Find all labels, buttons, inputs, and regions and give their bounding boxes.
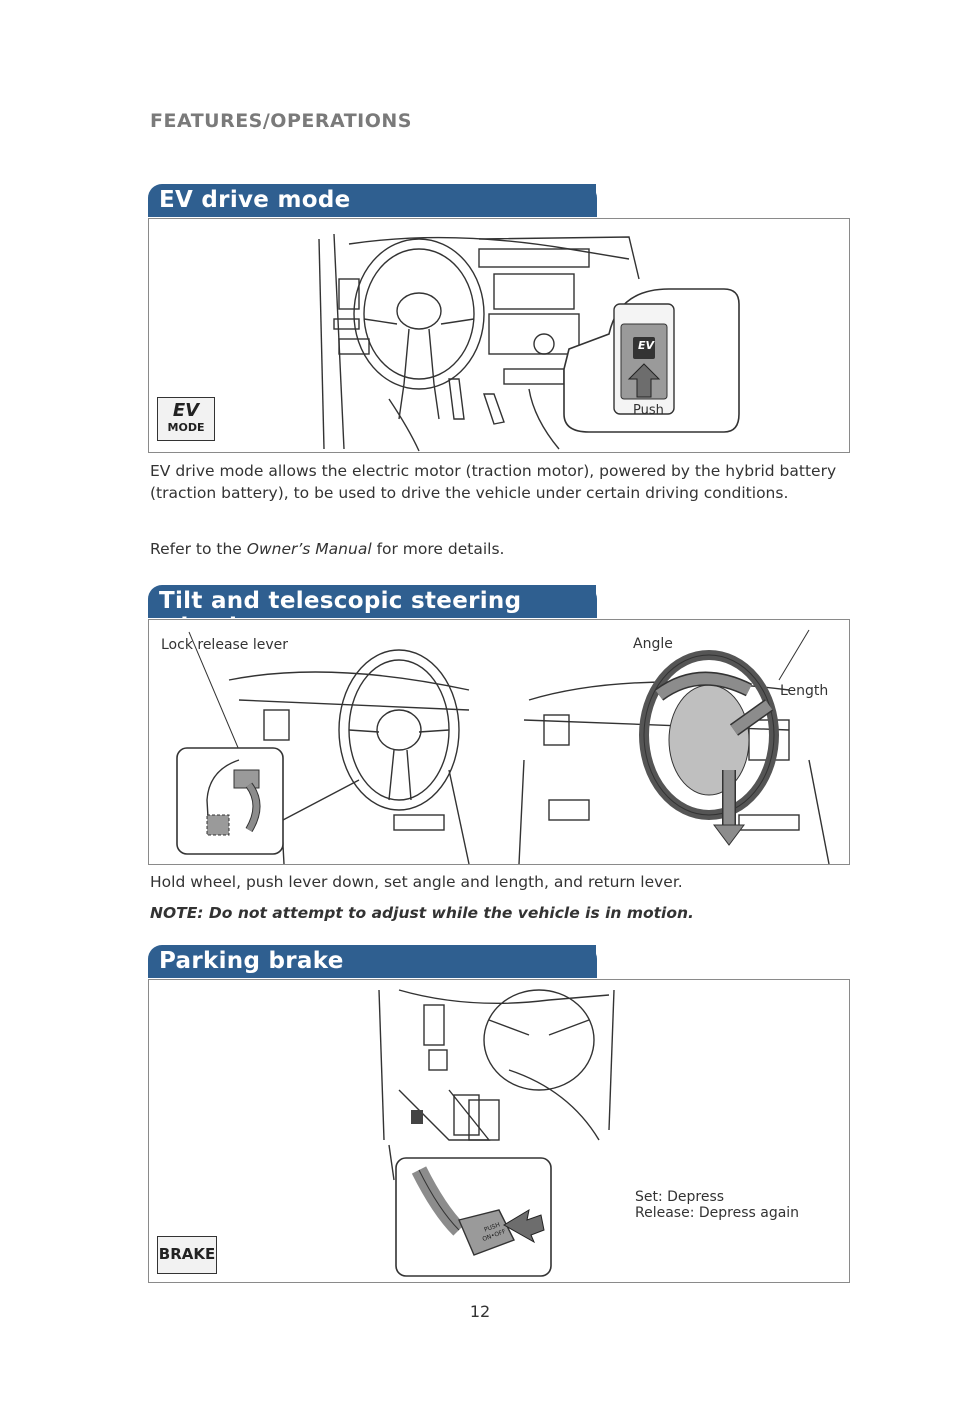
- length-label: Length: [780, 683, 829, 699]
- brake-section-title: Parking brake: [159, 948, 344, 974]
- tilt-steering-illustration: [176, 629, 830, 864]
- ev-push-label: Push: [633, 403, 664, 418]
- tilt-illustration-panel: Lock release lever Angle Length: [148, 619, 850, 865]
- tilt-section-tab: Tilt and telescopic steering wheel: [148, 585, 597, 640]
- ev-refer-text: Refer to the Owner’s Manual for more det…: [150, 538, 840, 560]
- ev-description: EV drive mode allows the electric motor …: [150, 462, 837, 502]
- ev-section-tab: EV drive mode: [148, 184, 597, 217]
- lock-release-lever-label: Lock release lever: [161, 637, 289, 653]
- brake-set-label: Set: Depress: [635, 1189, 725, 1205]
- section-header: FEATURES/OPERATIONS: [150, 110, 412, 132]
- ev-mode-icon-top: EV: [172, 400, 200, 421]
- ev-refer-prefix: Refer to the: [150, 540, 247, 558]
- brake-indicator-icon: BRAKE: [157, 1236, 217, 1274]
- ev-button-text: EV: [638, 339, 655, 352]
- ev-mode-icon-bottom: MODE: [167, 421, 205, 434]
- ev-refer-suffix: for more details.: [371, 540, 505, 558]
- owners-manual-ref: Owner’s Manual: [246, 540, 372, 558]
- tilt-note: NOTE: Do not attempt to adjust while the…: [150, 904, 694, 922]
- angle-label: Angle: [633, 636, 673, 652]
- ev-illustration-panel: Push EV EV MODE: [148, 218, 850, 453]
- brake-release-label: Release: Depress again: [635, 1205, 800, 1221]
- brake-illustration-panel: PUSH ON•OFF Set: Depress Release: Depres…: [148, 979, 850, 1283]
- ev-section-title: EV drive mode: [159, 187, 351, 213]
- ev-dashboard-illustration: [318, 233, 740, 452]
- ev-mode-icon: EV MODE: [157, 397, 215, 441]
- brake-icon-text: BRAKE: [158, 1245, 216, 1263]
- page-number: 12: [469, 1302, 491, 1321]
- brake-pedal-illustration: [378, 989, 615, 1277]
- tilt-description: Hold wheel, push lever down, set angle a…: [150, 873, 683, 891]
- brake-section-tab: Parking brake: [148, 945, 597, 978]
